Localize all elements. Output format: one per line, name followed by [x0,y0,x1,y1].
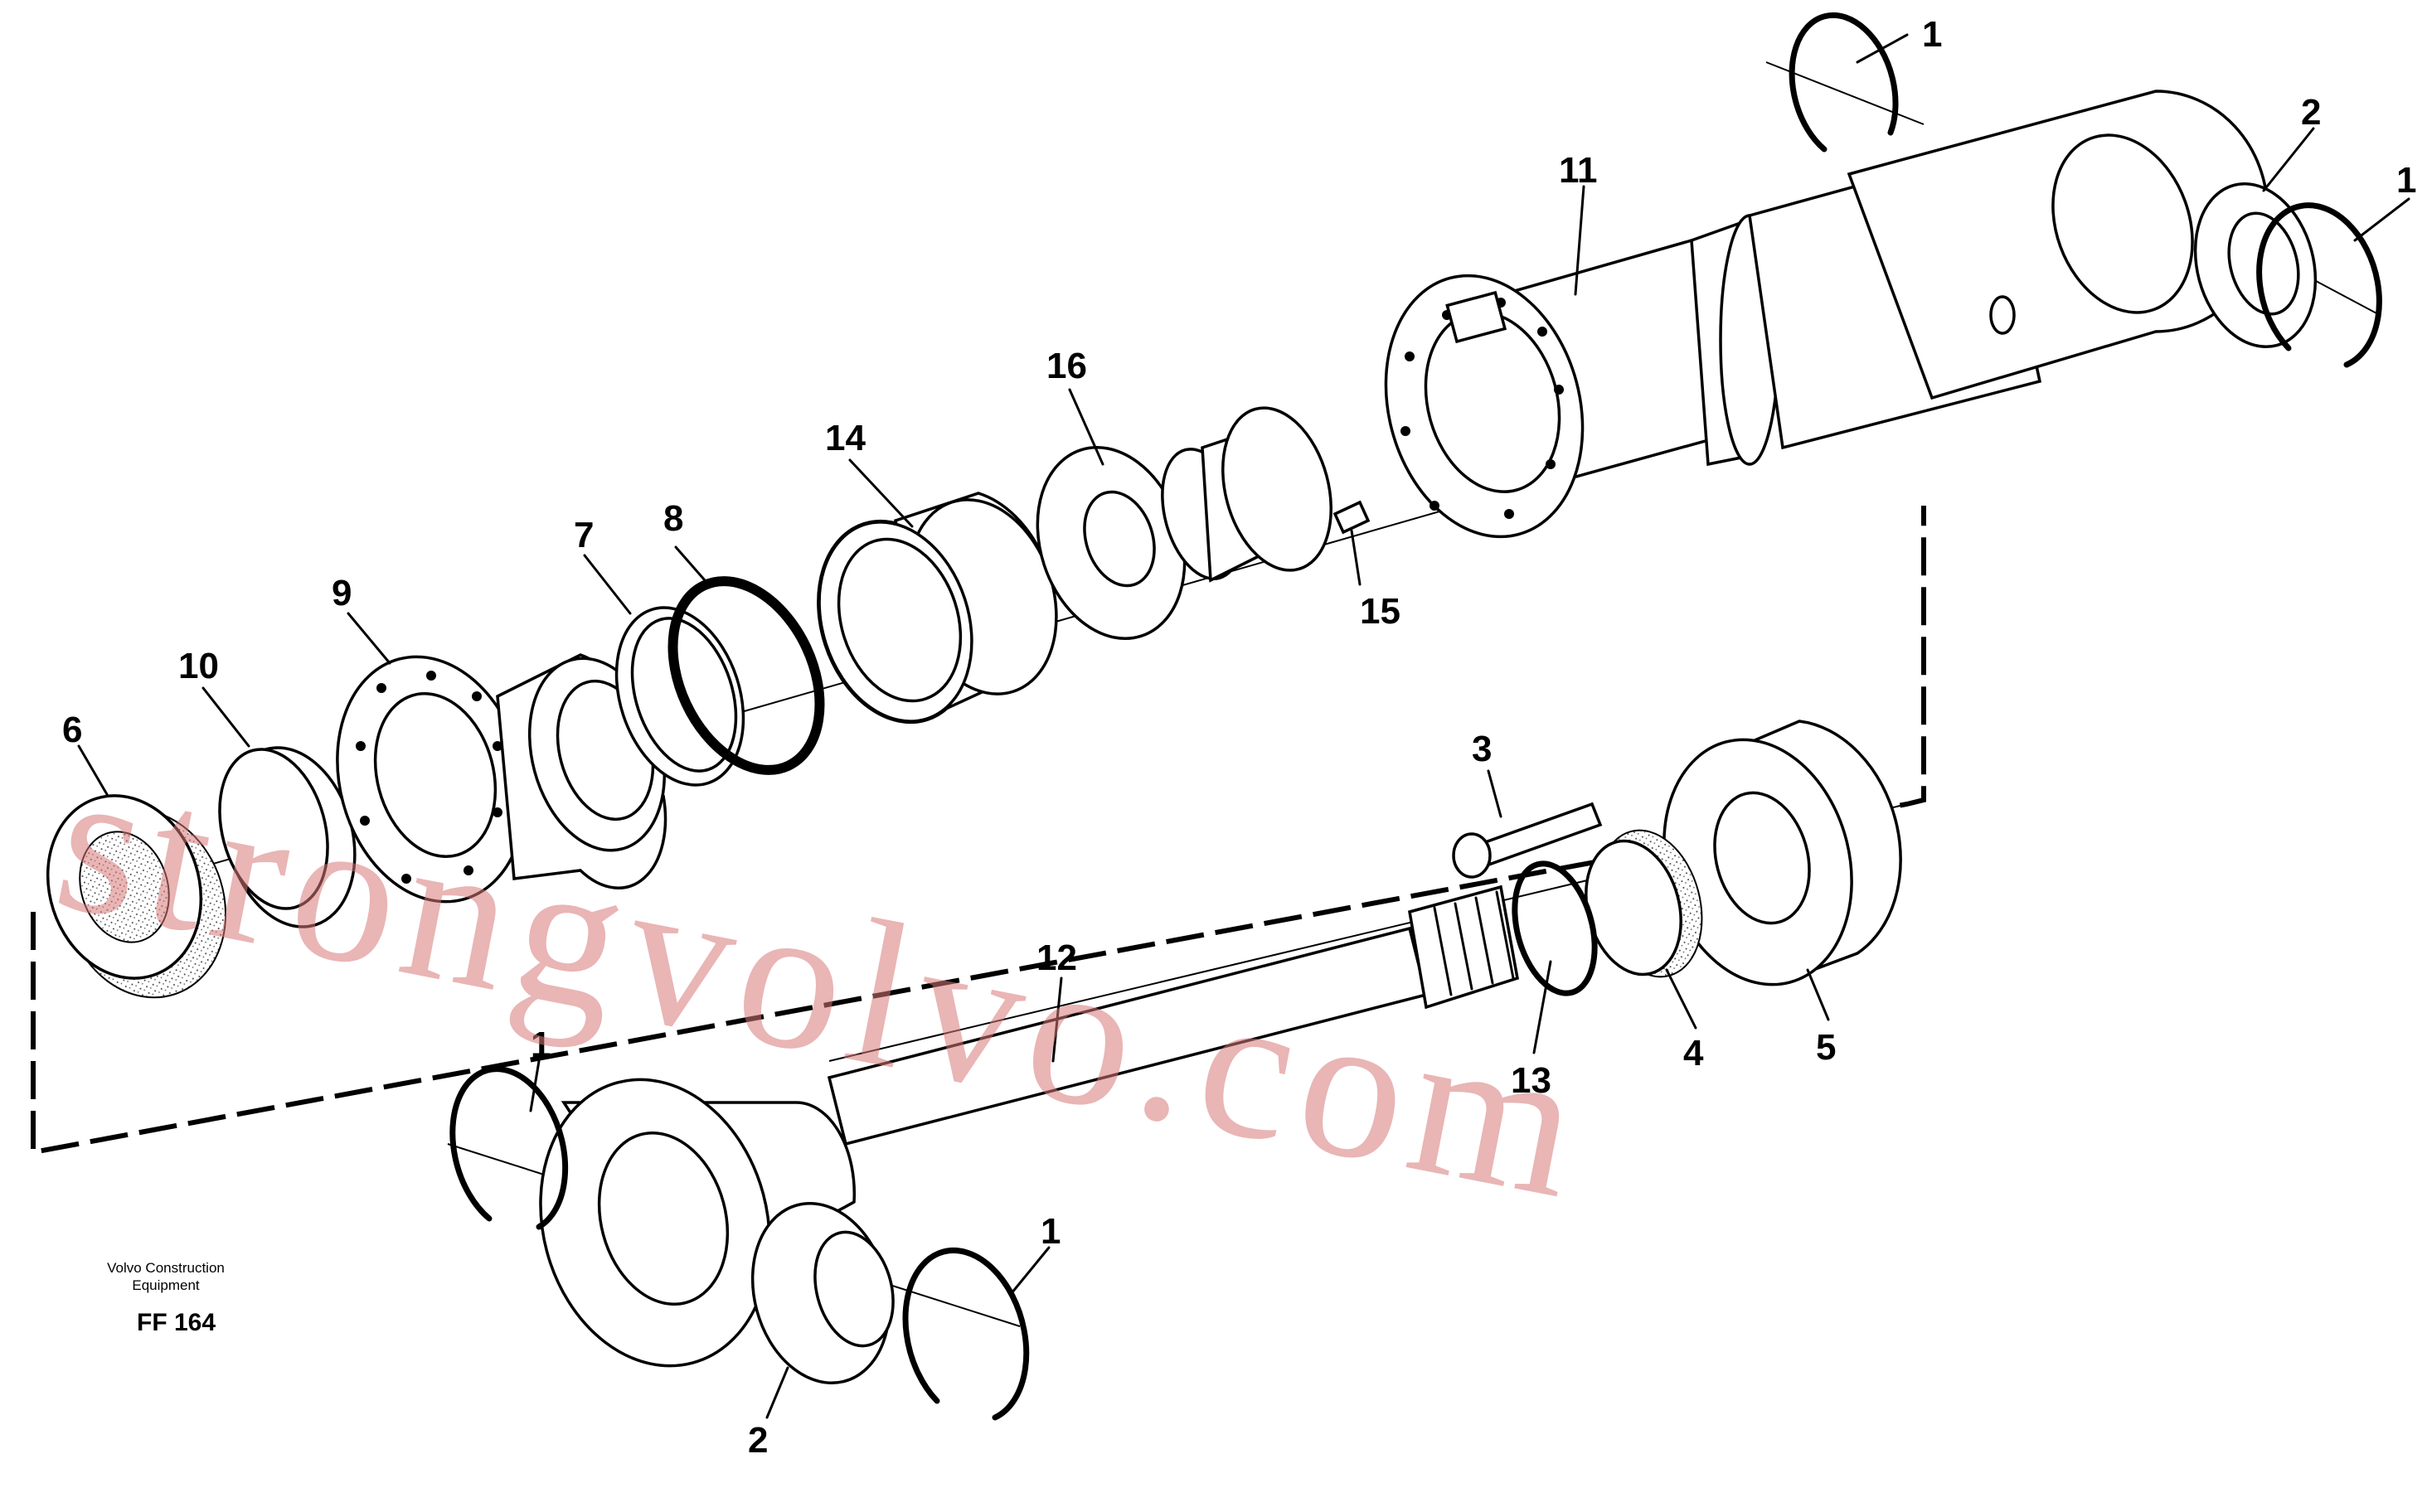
callout-6: 6 [62,710,82,750]
callout-1-right: 1 [2396,160,2416,201]
assembly-bracket [31,506,1926,1156]
callout-2-top: 2 [2301,92,2321,133]
part-6-bushing [46,794,227,999]
part-9-flange [336,655,527,904]
part-11-barrel [1384,90,2269,539]
part-1-circlip-bottom-left [449,1066,569,1230]
part-15-nipple [1332,500,1371,535]
part-spool [1161,406,1332,583]
rod-eye [539,1078,857,1368]
callout-4: 4 [1683,1033,1704,1073]
callout-5: 5 [1816,1027,1836,1068]
caption-block: Volvo Construction Equipment FF 164 [107,1260,225,1336]
callouts: 1 2 1 11 16 14 8 7 9 10 6 15 3 12 13 4 5… [62,14,2416,1461]
part-16-washer [1036,445,1187,641]
callout-3: 3 [1472,729,1492,769]
part-14-piston [817,492,1058,724]
callout-16: 16 [1046,346,1087,386]
figure-code: FF 164 [137,1309,216,1336]
callout-14: 14 [825,418,866,458]
part-12-piston-rod [827,884,1519,1146]
callout-7: 7 [574,515,594,555]
caption-company-line1: Volvo Construction [107,1260,225,1276]
part-13-o-ring [1512,860,1598,996]
part-1-circlip-bottom-right [902,1247,1030,1421]
callout-10: 10 [178,646,219,686]
part-8-o-ring [667,576,825,775]
callout-1-top: 1 [1922,14,1942,55]
callout-1-bottom-right: 1 [1041,1211,1061,1252]
part-1-circlip-right [2256,202,2382,368]
part-2-bearing-top [2193,182,2318,349]
part-2-bearing-bottom [750,1201,895,1385]
callout-2-bottom: 2 [748,1420,768,1461]
callout-12: 12 [1036,938,1077,978]
part-1-circlip-top [1789,12,1899,153]
caption-company-line2: Equipment [132,1277,200,1293]
callout-8: 8 [663,498,683,539]
callout-9: 9 [332,573,352,613]
callout-15: 15 [1360,591,1400,632]
leader-lines [77,33,2410,1419]
part-3-bolt [1452,802,1603,879]
callout-13: 13 [1511,1060,1551,1101]
callout-11: 11 [1559,150,1598,191]
callout-1-bottom-left: 1 [531,1025,551,1065]
part-10-seal [218,746,357,928]
part-4-bushing [1585,829,1703,978]
